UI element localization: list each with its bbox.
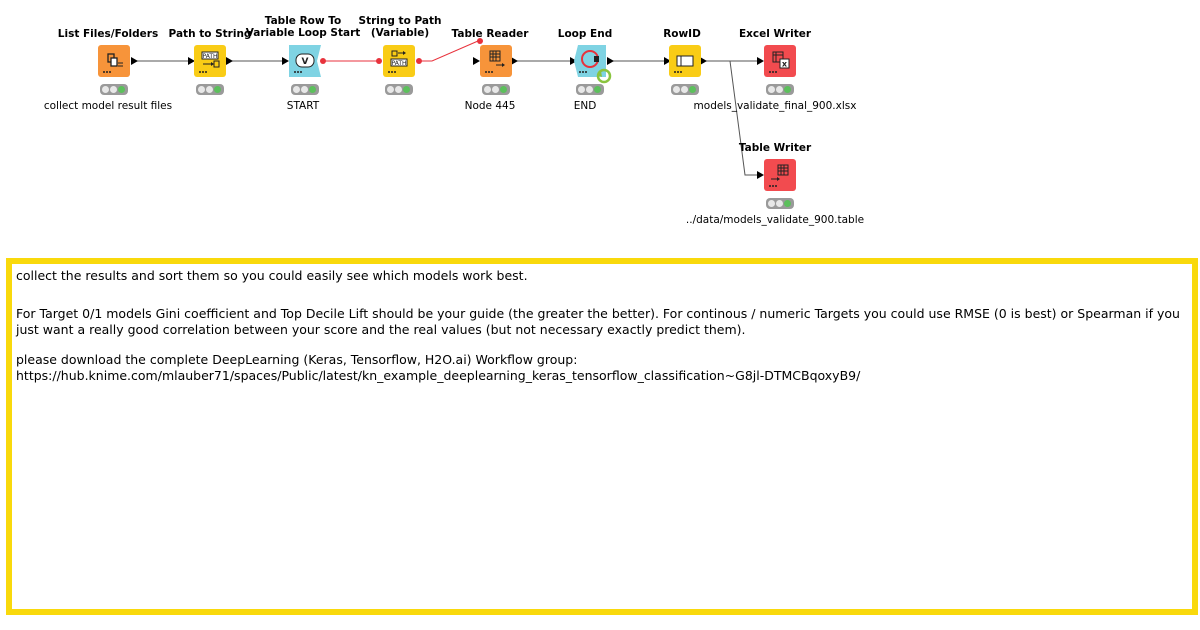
port-out xyxy=(511,57,518,65)
node-status-lamps xyxy=(100,84,128,95)
string-to-path-icon[interactable]: PATH xyxy=(383,45,415,77)
node-title-line1: String to Path xyxy=(358,15,442,27)
port-out xyxy=(226,57,233,65)
svg-text:PATH: PATH xyxy=(202,53,217,60)
node-title-line1: Table Row To xyxy=(264,15,342,27)
node-status-lamps xyxy=(766,198,794,209)
variable-port-in xyxy=(477,38,483,44)
variable-port-out xyxy=(416,58,422,64)
node-label[interactable]: Node 445 xyxy=(464,100,516,112)
workflow-annotation[interactable]: collect the results and sort them so you… xyxy=(6,258,1198,615)
connections-layer xyxy=(131,38,764,179)
node-title: Table Reader xyxy=(451,28,529,40)
node-title: Path to String xyxy=(168,28,252,40)
port-in xyxy=(570,57,577,65)
port-in xyxy=(757,57,764,65)
node-title: Excel Writer xyxy=(738,28,812,40)
node-status-lamps xyxy=(385,84,413,95)
node-status-lamps xyxy=(196,84,224,95)
node-status-lamps xyxy=(291,84,319,95)
node-label[interactable]: collect model result files xyxy=(43,100,173,112)
port-in xyxy=(282,57,289,65)
list-files-icon[interactable] xyxy=(98,45,130,77)
annotation-line: collect the results and sort them so you… xyxy=(16,268,528,283)
node-status-lamps xyxy=(576,84,604,95)
port-out xyxy=(131,57,138,65)
node-label[interactable]: ../data/models_validate_900.table xyxy=(685,214,865,226)
port-in xyxy=(757,171,764,179)
table-reader-icon[interactable] xyxy=(480,45,512,77)
svg-text:PATH: PATH xyxy=(391,60,406,67)
node-title-line2: (Variable) xyxy=(370,27,430,39)
node-title: Loop End xyxy=(557,28,613,40)
node-status-lamps xyxy=(671,84,699,95)
port-in xyxy=(664,57,671,65)
variable-port-in xyxy=(376,58,382,64)
node-title: RowID xyxy=(663,28,701,40)
annotation-line: For Target 0/1 models Gini coefficient a… xyxy=(16,306,1180,337)
port-out xyxy=(700,57,707,65)
loop-start-icon[interactable]: V xyxy=(289,45,321,77)
excel-writer-icon[interactable]: x xyxy=(764,45,796,77)
node-title: List Files/Folders xyxy=(57,28,159,40)
loop-end-icon[interactable] xyxy=(574,45,612,84)
node-status-lamps xyxy=(766,84,794,95)
port-in xyxy=(188,57,195,65)
annotation-link[interactable]: https://hub.knime.com/mlauber71/spaces/P… xyxy=(16,368,861,383)
svg-text:x: x xyxy=(782,60,788,69)
node-status-lamps xyxy=(482,84,510,95)
node-label[interactable]: START xyxy=(286,100,320,112)
annotation-line: please download the complete DeepLearnin… xyxy=(16,352,578,367)
connection-7-9 xyxy=(704,60,757,176)
path-to-string-icon[interactable]: PATH xyxy=(194,45,226,77)
svg-text:V: V xyxy=(302,57,309,67)
node-label[interactable]: END xyxy=(573,100,597,112)
node-title-line2: Variable Loop Start xyxy=(245,27,361,39)
variable-connection-4-5 xyxy=(419,40,479,62)
variable-port-out xyxy=(320,58,326,64)
port-in xyxy=(473,57,480,65)
rowid-icon[interactable] xyxy=(669,45,701,77)
node-title: Table Writer xyxy=(738,142,812,154)
node-label[interactable]: models_validate_final_900.xlsx xyxy=(693,100,857,112)
table-writer-icon[interactable] xyxy=(764,159,796,191)
port-out xyxy=(607,57,614,65)
annotation-text: collect the results and sort them so you… xyxy=(16,268,1188,384)
